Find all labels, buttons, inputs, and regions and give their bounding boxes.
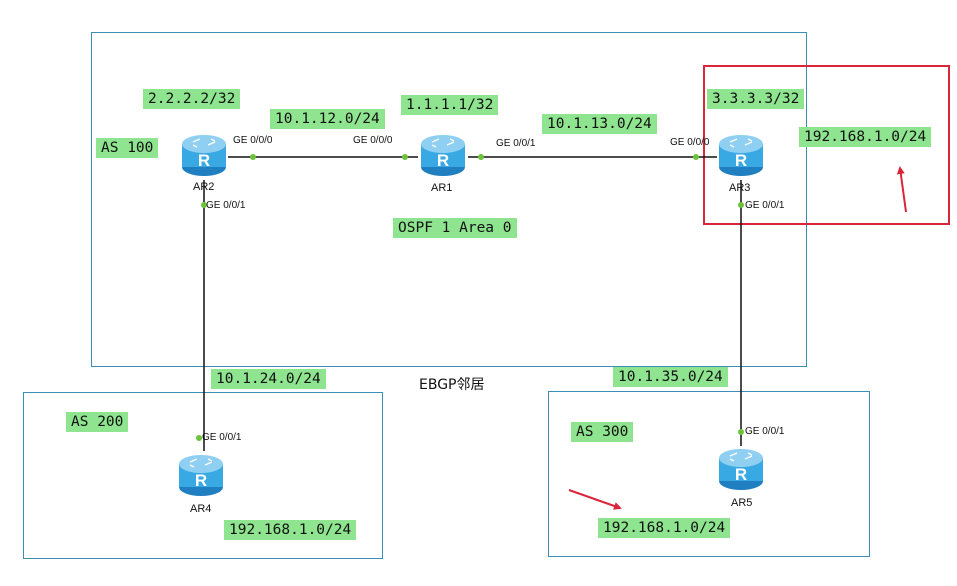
router-ar5-letter: R bbox=[735, 465, 747, 484]
router-ar3-icon[interactable]: R bbox=[716, 130, 766, 180]
port-label-ar2-g001: GE 0/0/1 bbox=[206, 200, 246, 211]
port-label-ar3-g000: GE 0/0/0 bbox=[670, 137, 710, 148]
router-ar4-icon[interactable]: R bbox=[176, 450, 226, 500]
link-13-label: 10.1.13.0/24 bbox=[542, 114, 657, 134]
router-ar5-name: AR5 bbox=[731, 497, 753, 509]
as100-area-box bbox=[91, 32, 807, 367]
router-ar4-letter: R bbox=[195, 471, 207, 490]
port-label-ar5-g001: GE 0/0/1 bbox=[745, 426, 785, 437]
port-label-ar1-g001: GE 0/0/1 bbox=[496, 138, 536, 149]
router-ar4-name: AR4 bbox=[190, 503, 212, 515]
port-label-ar3-g001: GE 0/0/1 bbox=[745, 200, 785, 211]
link-24-label: 10.1.24.0/24 bbox=[211, 369, 326, 389]
ebgp-neighbor-label: EBGP邻居 bbox=[419, 377, 485, 393]
router-ar3-name: AR3 bbox=[729, 182, 751, 194]
red-arrow-ar3 bbox=[896, 166, 907, 213]
red-arrow-ar5 bbox=[568, 489, 622, 510]
port-label-ar2-g000: GE 0/0/0 bbox=[233, 135, 273, 146]
port-label-ar1-g000: GE 0/0/0 bbox=[353, 135, 393, 146]
router-ar5-icon[interactable]: R bbox=[716, 444, 766, 494]
link-12-label: 10.1.12.0/24 bbox=[270, 109, 385, 129]
router-ar2-letter: R bbox=[198, 151, 210, 170]
router-ar3-letter: R bbox=[735, 151, 747, 170]
router-ar2-name: AR2 bbox=[193, 181, 215, 193]
as300-area-box bbox=[548, 391, 870, 557]
lan-ar5-label: 192.168.1.0/24 bbox=[598, 518, 731, 538]
as100-label: AS 100 bbox=[96, 138, 159, 158]
highlight-box bbox=[703, 65, 950, 225]
router-ar2-icon[interactable]: R bbox=[179, 130, 229, 180]
port-dot-ar1-g001 bbox=[478, 154, 484, 160]
router-ar1-letter: R bbox=[437, 151, 449, 170]
port-dot-ar2-g000 bbox=[250, 154, 256, 160]
port-dot-ar4-g001 bbox=[196, 435, 202, 441]
ospf-area-label: OSPF 1 Area 0 bbox=[393, 218, 517, 238]
as200-label: AS 200 bbox=[66, 412, 129, 432]
link-35-label: 10.1.35.0/24 bbox=[613, 367, 728, 387]
loopback-ar3-label: 3.3.3.3/32 bbox=[707, 89, 805, 109]
port-dot-ar3-g000 bbox=[693, 154, 699, 160]
port-dot-ar2-g001 bbox=[201, 202, 207, 208]
loopback-ar1-label: 1.1.1.1/32 bbox=[401, 95, 499, 115]
lan-ar3-label: 192.168.1.0/24 bbox=[799, 127, 932, 147]
loopback-ar2-label: 2.2.2.2/32 bbox=[143, 89, 241, 109]
as300-label: AS 300 bbox=[571, 422, 634, 442]
router-ar1-icon[interactable]: R bbox=[418, 130, 468, 180]
as200-area-box bbox=[23, 392, 383, 559]
port-dot-ar5-g001 bbox=[738, 429, 744, 435]
port-dot-ar1-g000 bbox=[402, 154, 408, 160]
lan-ar4-label: 192.168.1.0/24 bbox=[224, 520, 357, 540]
port-dot-ar3-g001 bbox=[738, 202, 744, 208]
router-ar1-name: AR1 bbox=[431, 182, 453, 194]
port-label-ar4-g001: GE 0/0/1 bbox=[202, 432, 242, 443]
